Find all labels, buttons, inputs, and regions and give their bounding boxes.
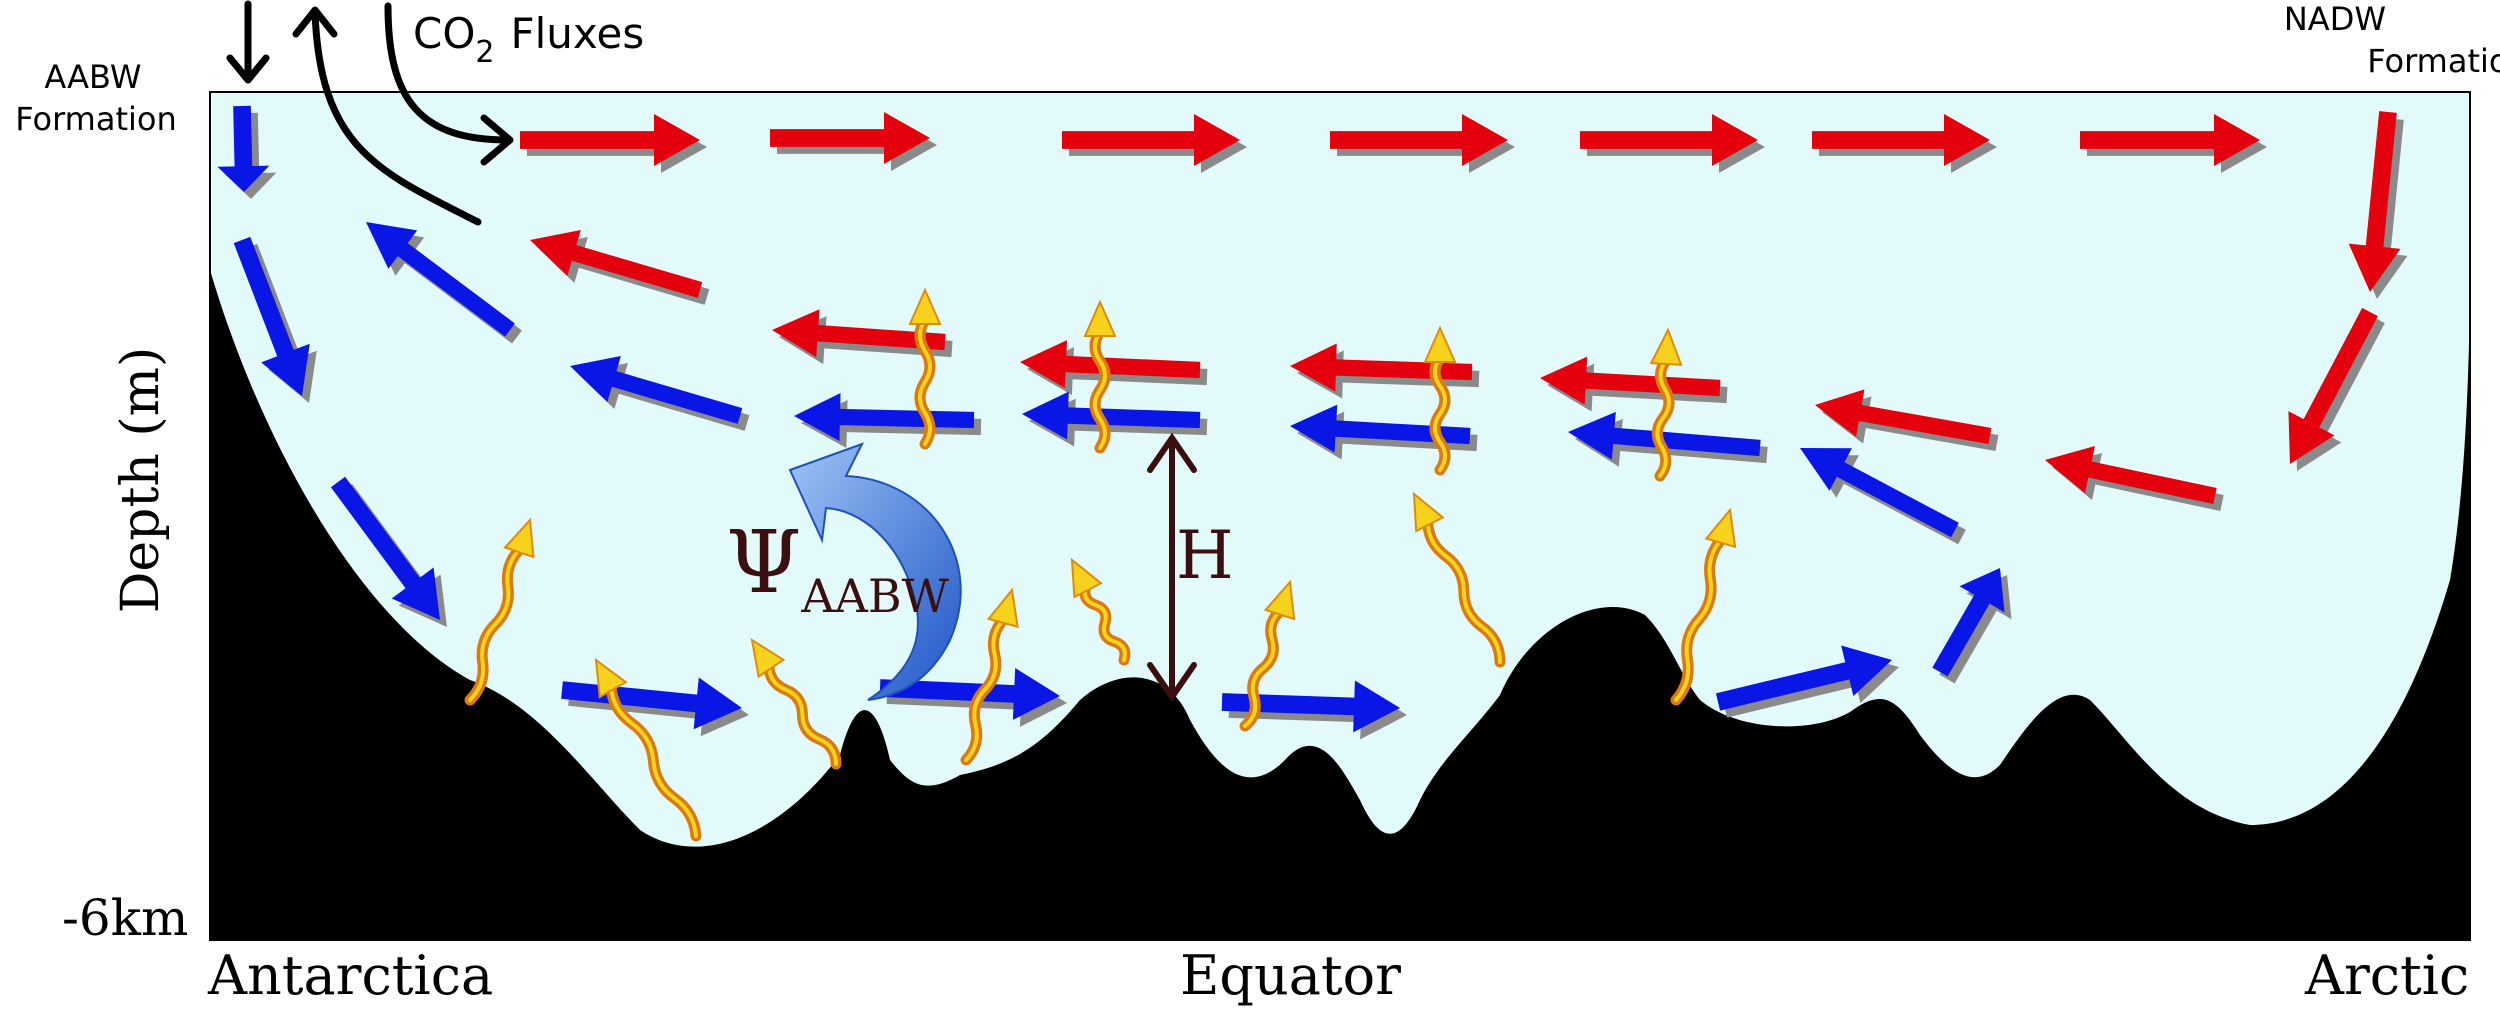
mixing-arrows xyxy=(464,287,1737,842)
diapycnal-mixing-arrow-1 xyxy=(464,517,535,706)
aabw-flow-arrow-24 xyxy=(1932,567,2012,684)
diapycnal-mixing-arrow-11 xyxy=(1423,325,1457,476)
diapycnal-mixing-arrow-3 xyxy=(750,637,842,770)
aabw-flow-arrow-27 xyxy=(1290,404,1478,460)
aabw-flow-arrow-31 xyxy=(366,221,522,344)
nadw-flow-arrow-12 xyxy=(1020,340,1208,396)
nadw-flow-arrow-10 xyxy=(529,229,710,305)
nadw-flow-arrow-8 xyxy=(2348,111,2408,300)
diapycnal-mixing-arrow-9 xyxy=(908,287,942,450)
aabw-flow-arrow-17 xyxy=(217,105,277,200)
x-label-antarctica: Antarctica xyxy=(207,944,493,1007)
y-axis-label: Depth (m) xyxy=(111,347,171,614)
nadw-flow-arrow-14 xyxy=(1540,356,1728,412)
nadw-formation-label: NADW Formation xyxy=(2284,0,2500,80)
psi-aabw-label: ΨAABW xyxy=(726,513,950,623)
aabw-flow-arrow-19 xyxy=(330,476,448,628)
aabw-flow-arrow-29 xyxy=(794,393,982,449)
nadw-flow-arrow-15 xyxy=(1815,389,1999,452)
flow-arrows xyxy=(217,105,2408,740)
co2-flux-arrows xyxy=(226,0,514,226)
aabw-flow-arrow-28 xyxy=(1022,391,1208,447)
seafloor xyxy=(210,92,2471,940)
depth-bottom-label: -6km xyxy=(62,889,188,947)
h-label: H xyxy=(1176,517,1234,594)
x-label-equator: Equator xyxy=(1180,944,1401,1007)
aabw-flow-arrow-26 xyxy=(1568,411,1768,467)
nadw-flow-arrow-13 xyxy=(1289,343,1480,399)
diapycnal-mixing-arrow-2 xyxy=(594,657,702,842)
nadw-flow-arrow-3 xyxy=(1062,114,1247,173)
diapycnal-mixing-arrow-8 xyxy=(1670,507,1737,706)
diapycnal-mixing-arrow-5 xyxy=(1070,557,1131,666)
nadw-flow-arrow-9 xyxy=(2288,307,2385,472)
aabw-flow-arrow-22 xyxy=(1221,680,1407,740)
diapycnal-mixing-arrow-4 xyxy=(960,587,1019,766)
nadw-flow-arrow-7 xyxy=(2080,114,2267,173)
nadw-flow-arrow-16 xyxy=(2045,446,2224,511)
diapycnal-mixing-arrow-10 xyxy=(1083,299,1117,454)
nadw-flow-arrow-2 xyxy=(770,112,937,171)
nadw-flow-arrow-4 xyxy=(1330,114,1515,173)
aabw-flow-arrow-25 xyxy=(1799,448,1966,545)
diapycnal-mixing-arrow-12 xyxy=(1649,327,1683,482)
diapycnal-mixing-arrow-6 xyxy=(1239,579,1296,732)
aabw-flow-arrow-23 xyxy=(1715,645,1900,718)
nadw-flow-arrow-6 xyxy=(1812,114,1997,173)
aabw-flow-arrow-30 xyxy=(569,355,750,431)
diapycnal-mixing-arrow-7 xyxy=(1412,491,1506,668)
aabw-overturning-arrow xyxy=(788,442,962,701)
h-height-arrow xyxy=(1147,432,1197,703)
nadw-flow-arrow-1 xyxy=(520,114,707,173)
nadw-flow-arrow-5 xyxy=(1580,114,1765,173)
aabw-formation-label: AABW Formation xyxy=(15,58,177,138)
nadw-flow-arrow-11 xyxy=(772,309,953,365)
x-label-arctic: Arctic xyxy=(2304,944,2469,1007)
aabw-flow-arrow-18 xyxy=(233,236,317,403)
